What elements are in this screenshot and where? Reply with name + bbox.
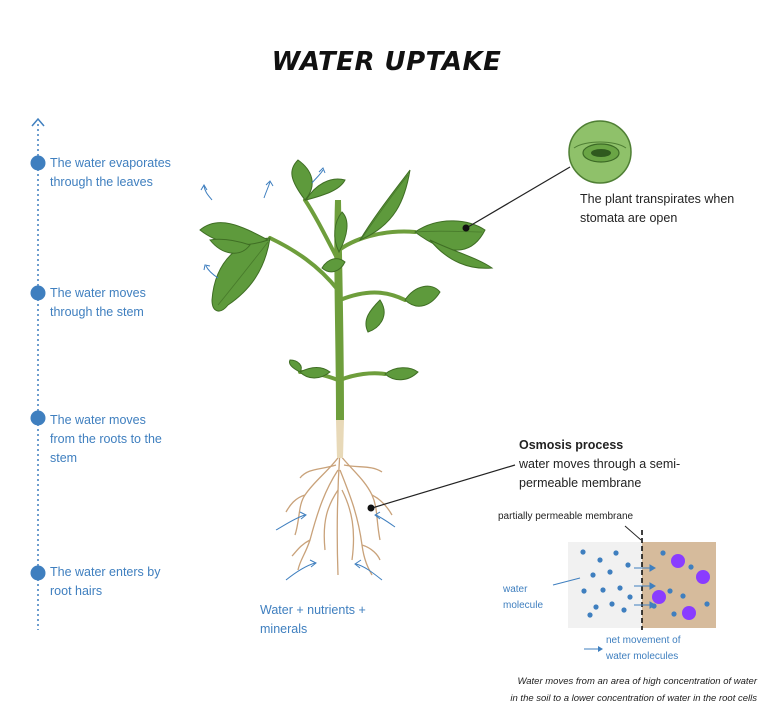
osmosis-description: water moves through a semi-permeable mem… (519, 457, 681, 490)
osmosis-pointer-dot (367, 504, 375, 512)
plant-illustration (199, 159, 494, 576)
osmosis-diagram (552, 525, 716, 652)
footer-line-1: Water moves from an area of high concent… (517, 676, 757, 687)
step-dot-3 (30, 410, 46, 426)
water-molecule-label: water molecule (503, 584, 544, 611)
stomata-magnifier (568, 120, 632, 184)
footer-caption: Water moves from an area of high concent… (420, 673, 757, 707)
stomata-label: The plant transpirates when stomata are … (580, 192, 735, 225)
net-movement-label: net movement of water molecules (606, 635, 681, 662)
osmosis-heading: Osmosis process (519, 438, 624, 452)
stomata-pointer-dot (462, 224, 470, 232)
osmosis-pointer (371, 464, 516, 509)
step-dot-1 (30, 155, 46, 171)
stomata-pointer (467, 166, 571, 228)
step-dot-2 (30, 285, 46, 301)
page-title: WATER UPTAKE (271, 47, 502, 77)
step-dot-4 (30, 565, 46, 581)
step-label-root-hairs: The water enters by root hairs (50, 565, 161, 598)
membrane-label: partially permeable membrane (498, 511, 634, 522)
flow-arrows (200, 167, 396, 581)
roots (285, 449, 393, 576)
step-label-stem: The water moves through the stem (50, 286, 146, 319)
footer-line-2: in the soil to a lower concentration of … (510, 693, 757, 704)
step-label-roots-to-stem: The water moves from the roots to the st… (50, 413, 162, 465)
step-label-evaporates: The water evaporates through the leaves (50, 156, 171, 189)
timeline-arrow-icon (31, 117, 45, 127)
nutrients-label: Water + nutrients + minerals (260, 603, 366, 636)
